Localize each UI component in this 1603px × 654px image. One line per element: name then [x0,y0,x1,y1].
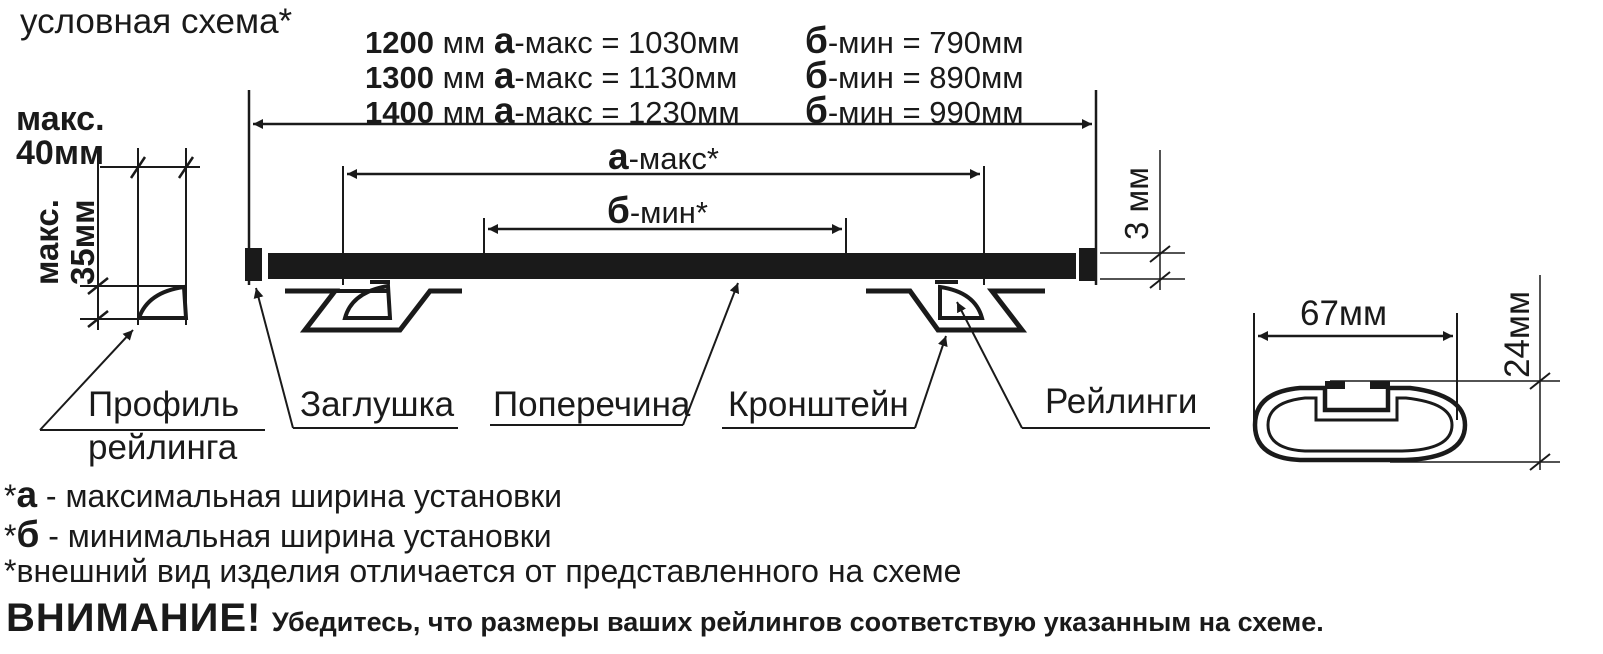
note-b: *б - минимальная ширина установки [4,514,552,555]
b-min-label: б-мин* [607,190,708,231]
leader-crossbar [682,282,740,426]
leader-profile [39,329,134,431]
plug-right [1079,248,1096,281]
warning: ВНИМАНИЕ! Убедитесь, что размеры ваших р… [6,596,1324,641]
label-profile-1: Профиль [88,385,240,424]
profile-height-label: 35мм [64,199,101,285]
note-a: *а - максимальная ширина установки [4,474,562,515]
section-height-label: 24мм [1498,290,1537,378]
section-width-label: 67мм [1300,294,1388,333]
thickness-tick-top [1149,245,1171,263]
rail-profile-right [938,284,985,320]
leader-plug [253,287,294,429]
note-appearance: *внешний вид изделия отличается от предс… [4,553,962,589]
bracket-left [285,288,462,333]
thickness-tick-bottom [1149,271,1171,289]
plug-left [245,248,262,281]
profile-shape [136,284,189,320]
crossbar-bar [268,253,1076,279]
bracket-right [866,288,1045,333]
spec-row-1300: 1300 мм а-макс = 1130мм [365,55,738,96]
leader-rails [956,301,1023,429]
spec-row-1200: 1200 мм а-макс = 1030мм [365,20,740,61]
profile-width-label: 40мм [16,134,105,172]
section-oval-inner [1266,396,1454,453]
leader-bracket [914,335,948,429]
warning-title: ВНИМАНИЕ! [6,596,262,640]
label-bracket: Кронштейн [728,385,909,424]
label-profile-2: рейлинга [88,428,238,467]
spec-row-1300-b: б-мин = 890мм [805,55,1024,96]
spec-row-1400: 1400 мм а-макс = 1230мм [365,90,740,131]
profile-max-label: макс. [16,100,105,138]
rail-profile-left [342,283,393,320]
profile-height-max-label: макс. [28,199,65,285]
spec-row-1200-b: б-мин = 790мм [805,20,1024,61]
label-rails: Рейлинги [1045,382,1198,421]
warning-text: Убедитесь, что размеры ваших рейлингов с… [271,607,1324,637]
section-oval-outer [1252,385,1468,463]
diagram-title: условная схема* [20,2,293,41]
label-crossbar: Поперечина [493,385,691,424]
thickness-label: 3 мм [1118,167,1155,240]
spec-row-1400-b: б-мин = 990мм [805,90,1024,131]
a-max-label: а-макс* [608,136,719,177]
label-plug: Заглушка [300,385,455,424]
